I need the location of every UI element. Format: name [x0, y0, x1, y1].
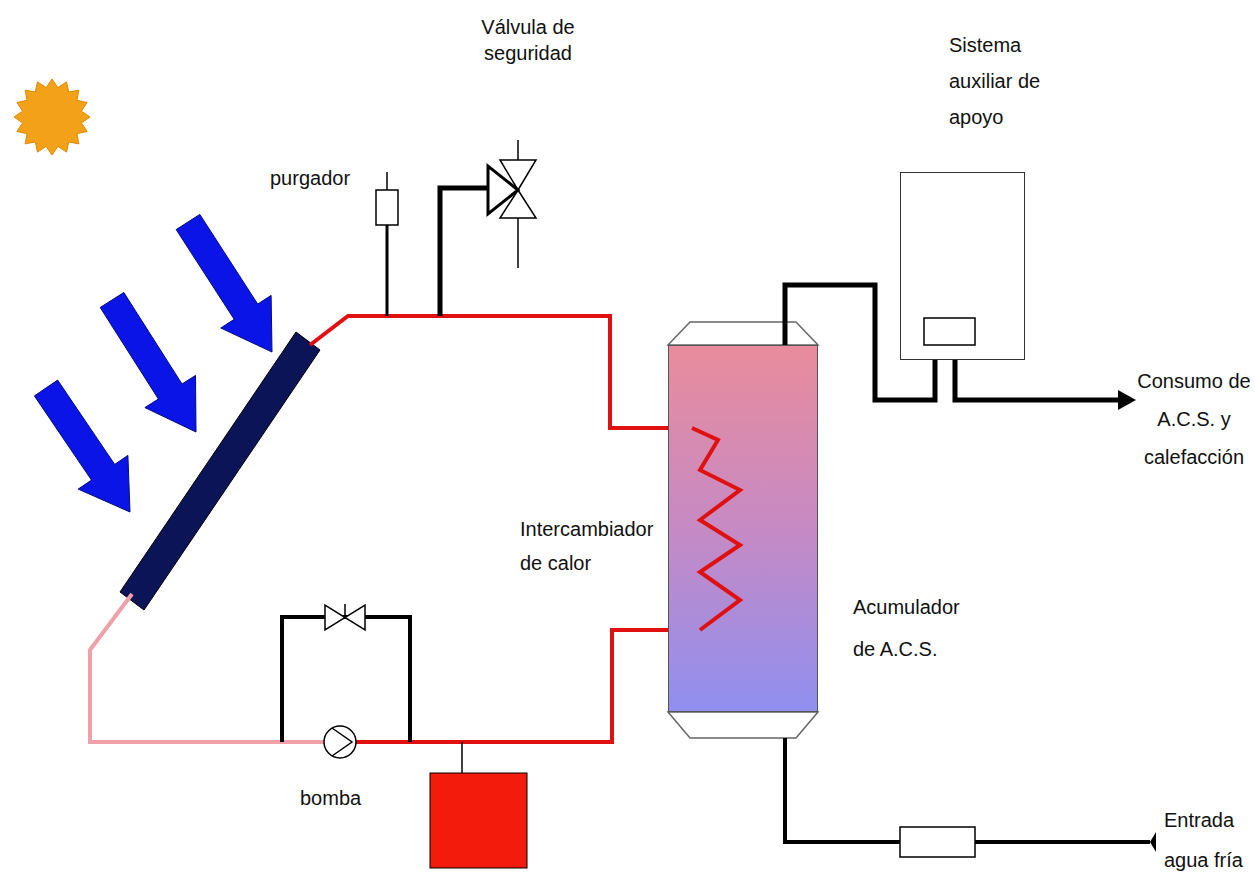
return-pipe: [356, 630, 700, 742]
bypass-valve: [325, 605, 365, 630]
part-label: purgador: [270, 166, 370, 190]
part-label: Intercambiador de calor: [520, 512, 665, 580]
pump: [324, 726, 356, 758]
tank-body: [668, 345, 818, 712]
radiation-arrow: [176, 214, 272, 352]
bypass-valve-stem: [344, 604, 346, 617]
consumption-arrow: [1118, 390, 1136, 410]
pipe-connector: [785, 285, 935, 400]
solar-collector: [120, 332, 320, 610]
safety-valve: [488, 166, 518, 214]
sun: [14, 79, 90, 155]
air-vent: [376, 190, 398, 225]
auxiliary-heater: Sistema auxiliar de apoyo: [900, 172, 1025, 360]
part-label: Consumo de A.C.S. y calefacción: [1136, 362, 1252, 476]
bypass-pipe: [282, 617, 410, 742]
pump-symbol: [332, 728, 352, 756]
expansion-vessel: [430, 773, 527, 868]
cold-water-pipe: [785, 738, 900, 842]
safety-valve-outlet: [517, 140, 519, 160]
radiation-arrow: [34, 380, 130, 512]
safety-valve-body: [500, 160, 536, 218]
tank-bottom-cap: [668, 712, 818, 738]
radiation-arrow: [100, 293, 196, 433]
safety-valve-pipe: [440, 188, 488, 316]
safety-valve-drain: [517, 218, 519, 268]
air-vent-top: [386, 172, 388, 190]
tank-top-cap: [668, 322, 818, 345]
consumption-pipe: [955, 360, 1120, 400]
hot-pipe: [310, 316, 692, 428]
vent-stem: [386, 225, 389, 316]
part-label: Entrada agua fría: [1164, 800, 1244, 880]
cold-water-pipe-2: [975, 840, 1150, 844]
inlet-filter: [900, 827, 975, 857]
node-label: Acumulador de A.C.S.: [853, 586, 963, 670]
part-label: Válvula de seguridad: [468, 14, 588, 66]
expansion-stem: [461, 742, 463, 773]
heat-exchanger-coil: [692, 428, 740, 630]
part-label: bomba: [300, 786, 380, 810]
node-label: Sistema auxiliar de apoyo: [949, 27, 1059, 135]
storage-tank: Acumulador de A.C.S.: [668, 345, 818, 712]
aux-display: [924, 318, 975, 345]
sun-shape: [14, 79, 90, 155]
inlet-end: [1150, 832, 1156, 852]
